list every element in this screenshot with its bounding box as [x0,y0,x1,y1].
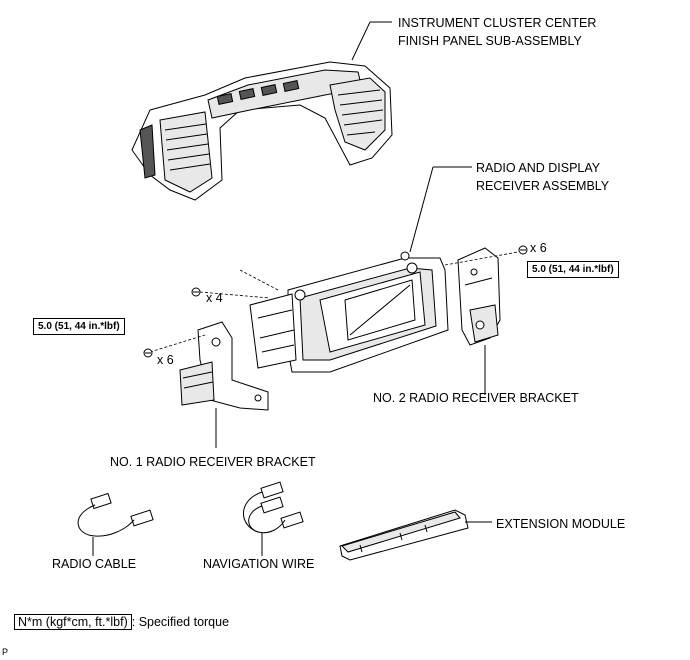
navigation-wire-illustration [243,481,304,556]
no2-bracket-illustration [444,245,528,395]
navigation-wire-label: NAVIGATION WIRE [203,557,315,571]
radio-assembly-label-line2: RECEIVER ASSEMBLY [476,179,610,193]
no2-bracket-label: NO. 2 RADIO RECEIVER BRACKET [373,391,579,405]
finish-panel-label-line1: INSTRUMENT CLUSTER CENTER [398,16,597,30]
left-screw-count: x 6 [157,353,174,367]
screw-icon [518,245,528,255]
radio-cable-illustration [77,492,154,556]
finish-panel-label-line2: FINISH PANEL SUB-ASSEMBLY [398,34,582,48]
no1-bracket-label: NO. 1 RADIO RECEIVER BRACKET [110,455,316,469]
extension-module-illustration [339,509,492,561]
no1-bracket-illustration [143,269,279,448]
screw-icon [191,287,201,297]
extension-module-label: EXTENSION MODULE [496,517,626,531]
center-screw-count: x 4 [206,291,223,305]
radio-cable-label: RADIO CABLE [52,557,137,571]
torque-spec-right: 5.0 (51, 44 in.*lbf) [527,261,619,278]
radio-receiver-illustration [249,166,472,373]
radio-assembly-label-line1: RADIO AND DISPLAY [476,161,601,175]
screw-icon [143,348,153,358]
legend-description: : Specified torque [131,615,230,629]
legend-unit-box: N*m (kgf*cm, ft.*lbf) [14,614,132,630]
footer-code: P [2,647,9,657]
torque-spec-left: 5.0 (51, 44 in.*lbf) [33,318,125,335]
torque-legend: N*m (kgf*cm, ft.*lbf): Specified torque [14,614,229,630]
finish-panel-illustration [131,21,393,201]
right-screw-count: x 6 [530,241,547,255]
